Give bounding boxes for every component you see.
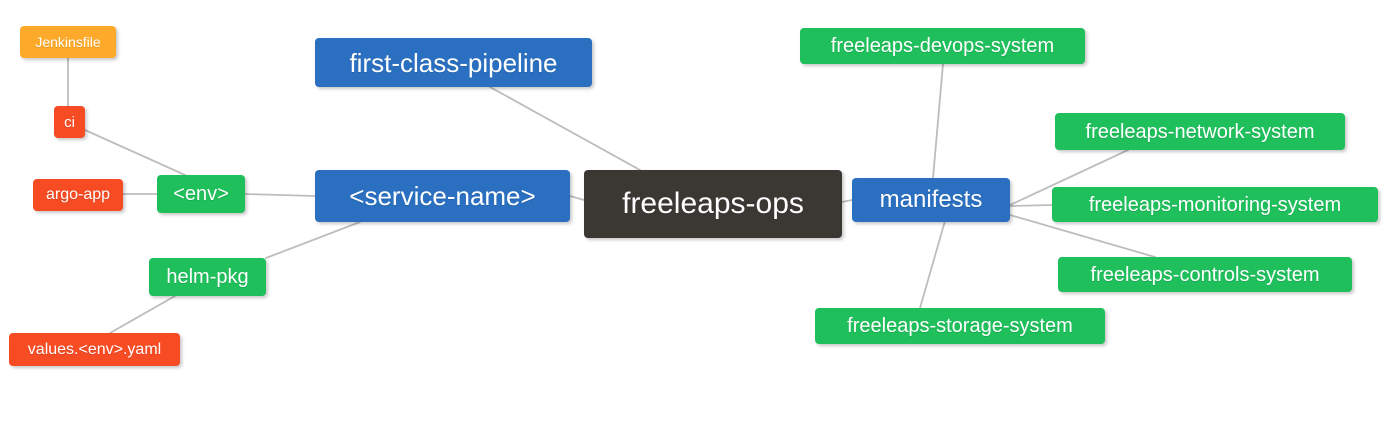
edge-service-to-helmpkg (265, 221, 361, 259)
node-env[interactable]: <env> (157, 175, 245, 213)
node-jenkinsfile[interactable]: Jenkinsfile (20, 26, 116, 58)
node-valuesyaml[interactable]: values.<env>.yaml (9, 333, 180, 366)
edge-root-to-service (569, 195, 585, 201)
edge-root-to-pipeline (489, 86, 641, 171)
node-manifests[interactable]: manifests (852, 178, 1010, 222)
edge-manifests-to-controls (1009, 214, 1156, 258)
node-monitoring[interactable]: freeleaps-monitoring-system (1052, 187, 1378, 222)
node-controls[interactable]: freeleaps-controls-system (1058, 257, 1352, 292)
edge-root-to-manifests (841, 199, 853, 203)
node-helmpkg[interactable]: helm-pkg (149, 258, 266, 296)
edge-env-to-ci (84, 129, 186, 176)
node-argoapp[interactable]: argo-app (33, 179, 123, 211)
edge-manifests-to-devops (932, 63, 944, 179)
node-storage[interactable]: freeleaps-storage-system (815, 308, 1105, 344)
node-devops[interactable]: freeleaps-devops-system (800, 28, 1085, 64)
edge-service-to-env (244, 193, 316, 197)
node-pipeline[interactable]: first-class-pipeline (315, 38, 592, 87)
node-network[interactable]: freeleaps-network-system (1055, 113, 1345, 150)
node-root[interactable]: freeleaps-ops (584, 170, 842, 238)
edge-manifests-to-monitoring (1009, 204, 1053, 207)
edge-helmpkg-to-valuesyaml (109, 295, 176, 334)
edge-manifests-to-storage (919, 220, 946, 309)
node-service[interactable]: <service-name> (315, 170, 570, 222)
edge-manifests-to-network (1009, 149, 1129, 206)
node-ci[interactable]: ci (54, 106, 85, 138)
